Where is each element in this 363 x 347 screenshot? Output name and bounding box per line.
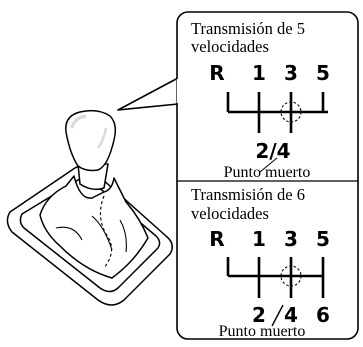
gear-label-3: 3 bbox=[284, 227, 298, 251]
gear-label-5: 5 bbox=[316, 227, 330, 251]
neutral-indicator-5 bbox=[280, 101, 302, 123]
neutral-leader-5 bbox=[259, 157, 278, 173]
neutral-label-5: Punto muerto bbox=[224, 164, 311, 181]
gear-label-r: R bbox=[209, 227, 224, 251]
shift-knob bbox=[65, 109, 117, 172]
gear-label-6: 6 bbox=[316, 303, 330, 327]
shift-pattern-5 bbox=[226, 92, 328, 133]
callout-frame bbox=[176, 11, 359, 340]
panel-5-title-line2: velocidades bbox=[191, 37, 269, 56]
shift-pattern-6 bbox=[226, 257, 325, 298]
gear-label-1: 1 bbox=[252, 227, 266, 251]
neutral-indicator-6 bbox=[280, 265, 302, 287]
gear-label-slash bbox=[271, 304, 284, 327]
panel-6-speed: Transmisión de 6 velocidades R 1 3 5 2 4… bbox=[191, 185, 330, 340]
panel-6-title-line2: velocidades bbox=[191, 204, 269, 223]
gear-label-1: 1 bbox=[252, 61, 266, 85]
gear-label-2-4: 2/4 bbox=[255, 139, 290, 163]
shift-boot bbox=[39, 175, 149, 279]
gear-label-3: 3 bbox=[284, 61, 298, 85]
panel-6-title-line1: Transmisión de 6 bbox=[191, 185, 305, 204]
callout-pointer bbox=[117, 77, 179, 111]
gear-label-r: R bbox=[209, 61, 224, 85]
panel-5-title-line1: Transmisión de 5 bbox=[191, 19, 305, 38]
gear-label-5: 5 bbox=[316, 61, 330, 85]
neutral-label-6: Punto muerto bbox=[219, 323, 306, 340]
gear-label-2: 2 bbox=[252, 303, 266, 327]
callout-box bbox=[117, 11, 359, 340]
panel-5-speed: Transmisión de 5 velocidades R 1 3 5 2/4… bbox=[191, 19, 330, 181]
gear-label-4: 4 bbox=[284, 303, 298, 327]
gear-lever-illustration bbox=[6, 109, 173, 306]
